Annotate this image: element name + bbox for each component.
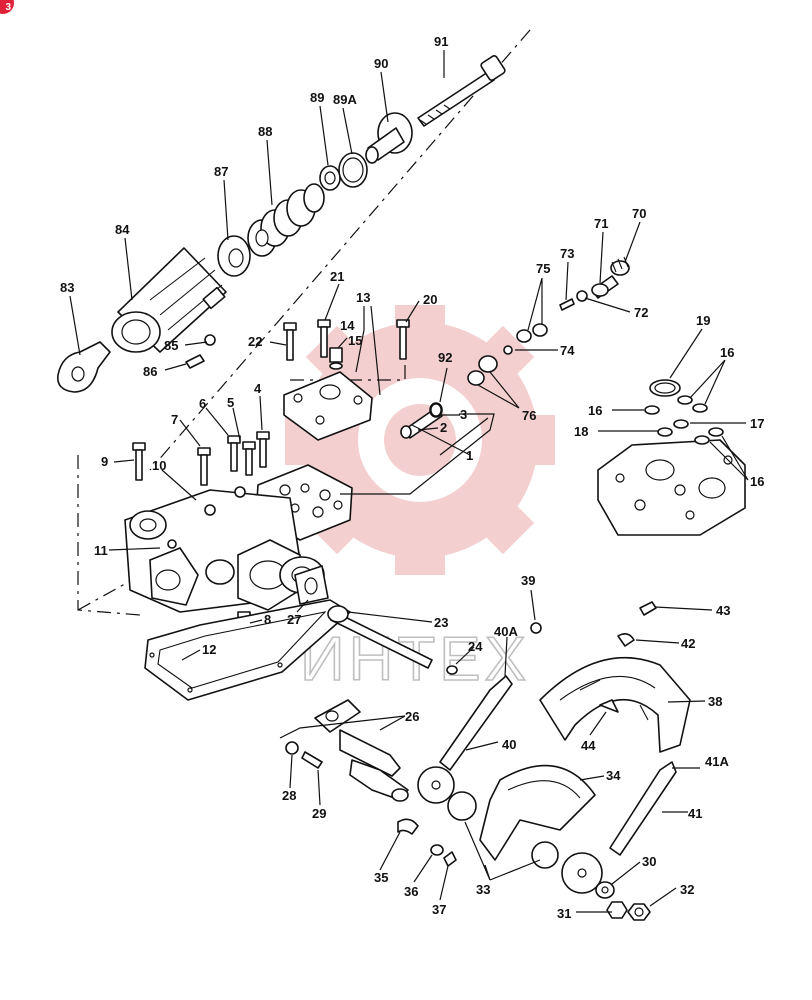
callout-23: 23: [434, 615, 448, 630]
spring-88: [247, 183, 325, 257]
callout-20: 20: [423, 292, 437, 307]
callout-16-left: 16: [588, 403, 602, 418]
callout-84: 84: [115, 222, 130, 237]
callout-7: 7: [171, 412, 178, 427]
callout-89: 89: [310, 90, 324, 105]
callout-71: 71: [594, 216, 608, 231]
callout-24: 24: [468, 639, 483, 654]
callout-11: 11: [94, 543, 108, 558]
callout-88: 88: [258, 124, 272, 139]
callout-75: 75: [536, 261, 550, 276]
pump-body: [124, 431, 325, 648]
callout-8: 8: [264, 612, 271, 627]
callout-17: 17: [750, 416, 764, 431]
callout-36: 36: [404, 884, 418, 899]
callout-72: 72: [634, 305, 648, 320]
callout-labels: 91 90 89 89A 88 87 84 83 85 86 21 13 14 …: [60, 34, 764, 921]
pump-shaft-assembly: [57, 55, 506, 393]
callout-42: 42: [681, 636, 695, 651]
callout-3: 3: [460, 407, 467, 422]
callout-85: 85: [164, 338, 178, 353]
callout-18: 18: [574, 424, 588, 439]
callout-37: 37: [432, 902, 446, 917]
watermark-gear-icon: [285, 305, 555, 575]
callout-29: 29: [312, 806, 326, 821]
callout-26: 26: [405, 709, 419, 724]
callout-16-upper: 16: [720, 345, 734, 360]
callout-13: 13: [356, 290, 370, 305]
callout-35: 35: [374, 870, 388, 885]
callout-2: 2: [440, 420, 447, 435]
callout-89a: 89A: [333, 92, 357, 107]
callout-4: 4: [254, 381, 262, 396]
leader-lines: [69, 50, 749, 913]
callout-41: 41: [688, 806, 702, 821]
callout-1: 1: [466, 448, 473, 463]
callout-15: 15: [348, 333, 362, 348]
callout-92: 92: [438, 350, 452, 365]
valve-cover-assembly: [283, 319, 410, 441]
callout-38: 38: [708, 694, 722, 709]
manifold-plate: [597, 379, 746, 536]
callout-90: 90: [374, 56, 388, 71]
callout-83: 83: [60, 280, 74, 295]
callout-16-lower: 16: [750, 474, 764, 489]
callout-32: 32: [680, 882, 694, 897]
callout-5: 5: [227, 395, 234, 410]
corner-badge: 3: [0, 0, 14, 14]
callout-74: 74: [560, 343, 575, 358]
callout-33: 33: [476, 882, 490, 897]
callout-27: 27: [287, 612, 301, 627]
badge-text: 3: [5, 2, 11, 13]
callout-31: 31: [557, 906, 571, 921]
callout-6: 6: [199, 396, 206, 411]
callout-44: 44: [581, 738, 596, 753]
callout-10: 10: [152, 458, 166, 473]
callout-40a: 40A: [494, 624, 518, 639]
callout-70: 70: [632, 206, 646, 221]
callout-28: 28: [282, 788, 296, 803]
callout-22: 22: [248, 334, 262, 349]
callout-76: 76: [522, 408, 536, 423]
callout-86: 86: [143, 364, 157, 379]
callout-12: 12: [202, 642, 216, 657]
callout-39: 39: [521, 573, 535, 588]
callout-87: 87: [214, 164, 228, 179]
callout-9: 9: [101, 454, 108, 469]
control-shaft: [294, 565, 458, 675]
callout-14: 14: [340, 318, 355, 333]
callout-43: 43: [716, 603, 730, 618]
callout-21: 21: [330, 269, 344, 284]
relief-valve-parts: [430, 256, 630, 417]
callout-34: 34: [606, 768, 621, 783]
lever-quadrant-assembly: [417, 601, 691, 921]
gasket-12: [144, 599, 351, 701]
callout-30: 30: [642, 854, 656, 869]
callout-19: 19: [696, 313, 710, 328]
callout-73: 73: [560, 246, 574, 261]
callout-40: 40: [502, 737, 516, 752]
crank-assembly: [285, 699, 457, 867]
callout-91: 91: [434, 34, 448, 49]
callout-41a: 41A: [705, 754, 729, 769]
watermark: ИНТЕХ: [285, 305, 555, 695]
